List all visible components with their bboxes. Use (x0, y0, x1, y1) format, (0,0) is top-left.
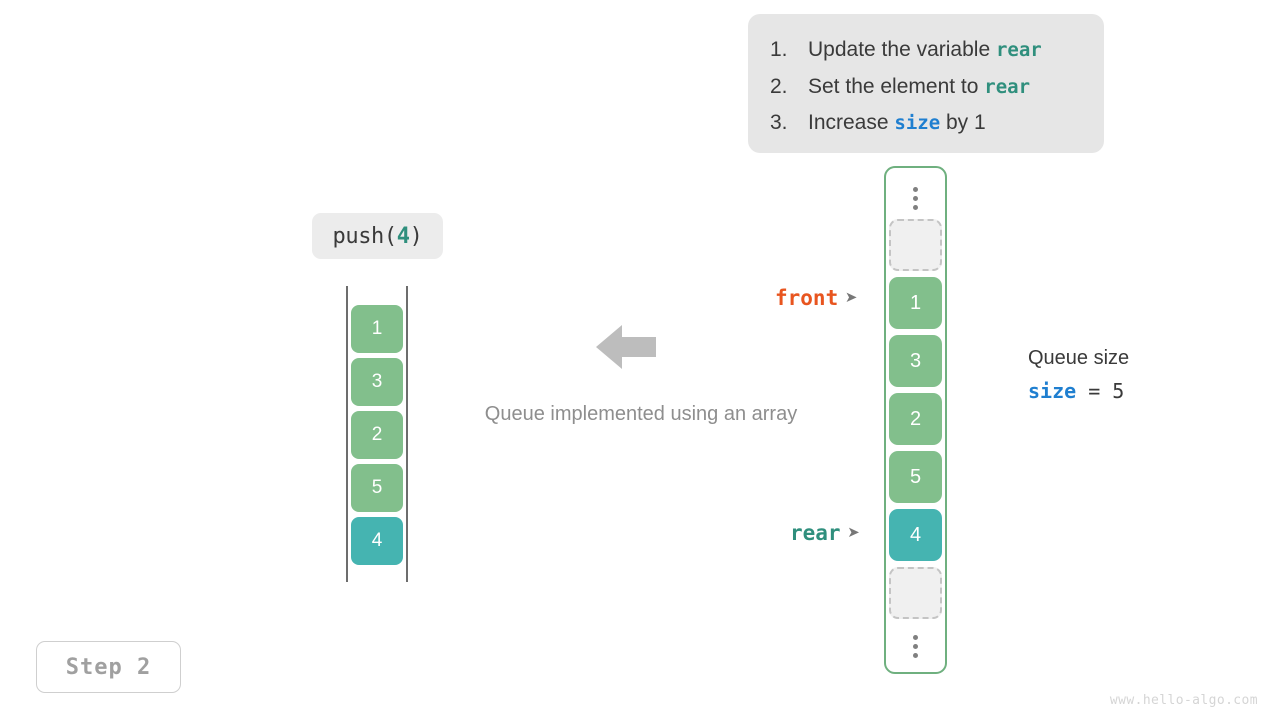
array-container: 1 3 2 5 4 (884, 166, 947, 674)
queue-size-readout: Queue size size = 5 (1028, 343, 1129, 409)
stack-cell: 1 (351, 305, 403, 353)
pointer-rear: rear ➤ (790, 521, 860, 545)
stack-cell-list: 1 3 2 5 4 (351, 305, 403, 570)
diagram-caption: Queue implemented using an array (484, 403, 798, 425)
vertical-ellipsis-icon-top (886, 177, 945, 219)
arrow-left-icon (596, 322, 656, 372)
array-cell: 5 (889, 451, 942, 503)
step-badge: Step 2 (36, 641, 181, 693)
array-cell: 1 (889, 277, 942, 329)
stack-cell: 2 (351, 411, 403, 459)
watermark: www.hello-algo.com (1109, 693, 1258, 708)
stack-rail-left (346, 286, 348, 582)
instruction-step-1: 1. Update the variable rear (770, 32, 1080, 69)
array-cell-empty (889, 567, 942, 619)
stack-cell: 5 (351, 464, 403, 512)
array-cell-empty (889, 219, 942, 271)
array-cell-list: 1 3 2 5 4 (889, 219, 942, 625)
operation-label: push(4) (312, 213, 443, 259)
queue-size-operator: = (1076, 379, 1113, 403)
instruction-step-1-text: Update the variable rear (808, 38, 1042, 61)
instruction-step-2-text: Set the element to rear (808, 74, 1031, 98)
pointer-rear-arrow-icon: ➤ (847, 520, 861, 545)
stack-rail-right (406, 286, 408, 582)
pointer-front-label: front (775, 286, 839, 310)
queue-size-expression: size = 5 (1028, 373, 1129, 409)
vertical-ellipsis-icon-bottom (886, 625, 945, 667)
instruction-step-1-number: 1. (770, 38, 788, 61)
queue-size-title: Queue size (1028, 347, 1130, 369)
instruction-step-2-number: 2. (770, 74, 788, 98)
instruction-step-3-text: Increase size by 1 (808, 111, 986, 134)
instruction-step-3-code: size (894, 112, 941, 134)
pointer-rear-label: rear (790, 521, 841, 545)
instruction-step-3: 3. Increase size by 1 (770, 105, 1080, 142)
instruction-panel: 1. Update the variable rear 2. Set the e… (748, 14, 1104, 153)
array-cell: 3 (889, 335, 942, 387)
pointer-front: front ➤ (775, 286, 858, 310)
queue-size-value: 5 (1112, 379, 1125, 403)
instruction-step-2-code: rear (984, 75, 1031, 98)
array-cell: 4 (889, 509, 942, 561)
stack-diagram: 1 3 2 5 4 (346, 286, 408, 582)
instruction-step-2: 2. Set the element to rear (770, 69, 1080, 106)
stack-cell: 3 (351, 358, 403, 406)
queue-size-variable: size (1028, 379, 1077, 403)
operation-name: push( (332, 223, 398, 249)
instruction-step-1-code: rear (995, 39, 1042, 61)
instruction-step-3-number: 3. (770, 111, 788, 134)
stack-cell: 4 (351, 517, 403, 565)
array-cell: 2 (889, 393, 942, 445)
operation-argument: 4 (396, 223, 410, 249)
operation-paren-close: ) (409, 223, 423, 249)
pointer-front-arrow-icon: ➤ (845, 285, 858, 310)
